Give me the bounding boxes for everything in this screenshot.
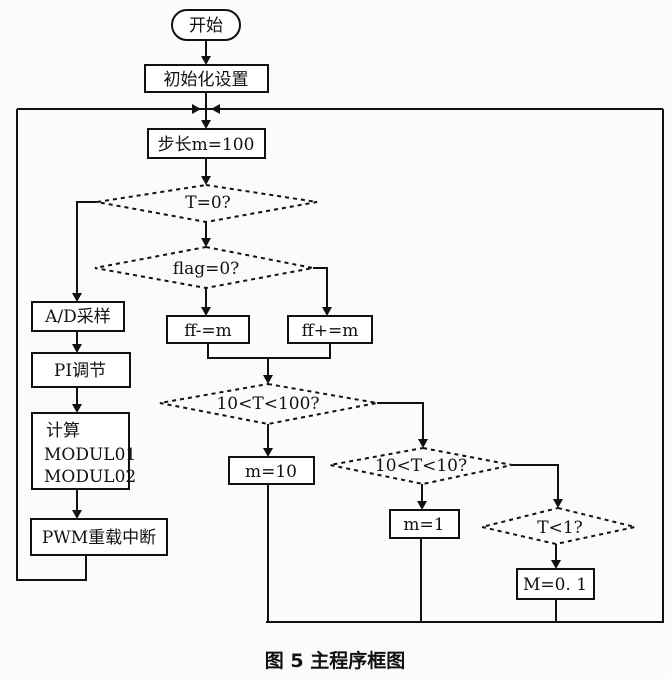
- arrow-head: [553, 499, 563, 508]
- node-m1: m=1: [389, 509, 460, 539]
- node-decision-range2: 10<T<10?: [329, 446, 513, 486]
- decision-range1-label: 10<T<100?: [216, 394, 319, 414]
- arrow-head: [263, 448, 273, 457]
- decision-flag-diamond: [94, 245, 314, 290]
- m10-label: m=10: [245, 462, 297, 482]
- m10-box: [228, 456, 315, 485]
- start-label: 开始: [189, 16, 223, 36]
- arrow-head: [192, 104, 201, 114]
- pi-label: PI调节: [54, 361, 106, 381]
- node-pi: PI调节: [31, 352, 131, 388]
- init-box: [144, 64, 269, 93]
- arrow-head: [211, 104, 220, 114]
- node-start: 开始: [171, 9, 241, 41]
- node-m10: m=10: [228, 456, 315, 485]
- arrow-head: [72, 404, 82, 413]
- pwm-label: PWM重载中断: [42, 528, 156, 548]
- pwm-box: [30, 518, 168, 556]
- node-decision-flag: flag=0?: [94, 245, 314, 290]
- ad-sample-box: [31, 301, 125, 332]
- ff-minus-label: ff-=m: [184, 321, 232, 341]
- arrow-head: [201, 238, 211, 247]
- node-calc: 计算 MODUL01 MODUL02: [31, 412, 136, 490]
- step-box: [147, 128, 266, 159]
- decision-range2-label: 10<T<10?: [375, 456, 467, 476]
- node-decision-t0: T=0?: [96, 183, 318, 224]
- arrow-head: [417, 501, 427, 510]
- node-decision-lt1: T<1?: [481, 506, 636, 546]
- arrow-head: [418, 439, 428, 448]
- arrow-head: [72, 344, 82, 353]
- init-label: 初始化设置: [164, 70, 249, 90]
- decision-range1-diamond: [159, 382, 378, 426]
- arrow-head: [201, 120, 211, 129]
- node-step: 步长m=100: [147, 128, 266, 159]
- node-init: 初始化设置: [144, 64, 269, 93]
- arrow-head: [201, 307, 211, 316]
- m01-label: M=0. 1: [523, 575, 587, 595]
- arrow-head: [551, 560, 561, 569]
- connectors: [16, 40, 664, 623]
- connector-range1-range2: [377, 402, 424, 445]
- start-terminator: [171, 9, 241, 41]
- connector-ff-merge: [207, 343, 331, 359]
- ff-plus-label: ff+=m: [302, 321, 359, 341]
- step-label: 步长m=100: [158, 135, 255, 155]
- arrow-head: [201, 56, 211, 65]
- node-ad-sample: A/D采样: [31, 301, 125, 332]
- decision-t0-label: T=0?: [185, 193, 231, 213]
- loop-return-right: [266, 109, 664, 623]
- m1-label: m=1: [403, 515, 444, 535]
- arrow-head: [322, 307, 332, 316]
- ad-sample-label: A/D采样: [44, 307, 111, 327]
- node-decision-range1: 10<T<100?: [159, 382, 378, 426]
- decision-flag-label: flag=0?: [173, 259, 240, 279]
- node-ff-minus: ff-=m: [166, 315, 250, 344]
- m1-box: [389, 509, 460, 539]
- pi-box: [31, 352, 131, 388]
- calc-line1: MODUL01: [44, 445, 136, 465]
- arrow-head: [72, 293, 82, 302]
- ff-minus-box: [166, 315, 250, 344]
- decision-lt1-diamond: [481, 506, 636, 546]
- m01-box: [516, 568, 595, 600]
- connector-flag-ffplus: [313, 267, 328, 313]
- calc-title: 计算: [46, 421, 80, 441]
- figure-caption: 图 5 主程序框图: [265, 649, 405, 672]
- connector-t0-ad: [76, 201, 97, 300]
- arrow-head: [201, 176, 211, 185]
- node-pwm: PWM重载中断: [30, 518, 168, 556]
- loop-return-left: [16, 109, 87, 581]
- arrow-head: [263, 375, 273, 384]
- connector-range2-lt1: [512, 464, 559, 505]
- calc-box: [31, 412, 130, 490]
- arrow-head: [72, 510, 82, 519]
- node-m01: M=0. 1: [516, 568, 595, 600]
- node-ff-plus: ff+=m: [287, 315, 373, 344]
- calc-line2: MODUL02: [44, 467, 136, 487]
- ff-plus-box: [287, 315, 373, 344]
- decision-lt1-label: T<1?: [537, 518, 583, 538]
- decision-t0-diamond: [96, 183, 318, 224]
